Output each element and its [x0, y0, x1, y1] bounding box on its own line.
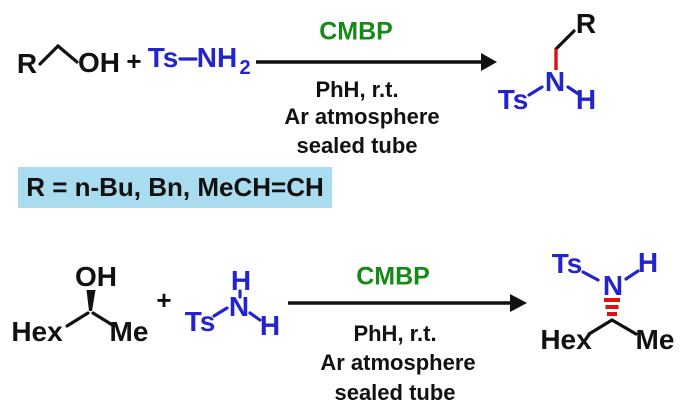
product2-nitrogen-label: N [602, 270, 624, 301]
conditions-solvent-top: PhH, r.t. [315, 77, 399, 102]
amine2-hydrogen-side-label: H [259, 310, 281, 341]
methyl-label: Me [109, 316, 149, 347]
amine-subscript-2: 2 [239, 57, 251, 79]
product-nitrogen-label: N [544, 66, 566, 97]
bond-product2-n-to-h [624, 269, 640, 281]
bond-amine-n-to-h-side [248, 311, 262, 322]
product2-hexyl-label: Hex [540, 324, 592, 355]
tosyl-label: Ts [147, 42, 179, 73]
reagent-cmbp-bottom: CMBP [356, 262, 430, 291]
r-group-definition-box: R = n-Bu, Bn, MeCH=CH [18, 167, 332, 208]
bond-product-n-to-h [566, 85, 582, 97]
amine-nh-label: NH [196, 42, 238, 73]
bond-amine-ts-to-n [212, 306, 229, 318]
conditions-atmosphere-top: Ar atmosphere [284, 104, 440, 129]
chiral-hydroxyl-label: OH [75, 261, 117, 292]
conditions-vessel-bottom: sealed tube [334, 380, 456, 405]
bond-product-r-to-ch2 [554, 29, 576, 51]
reaction-arrowhead-top [481, 53, 497, 71]
hexyl-label: Hex [11, 316, 63, 347]
bond-stereocenter-to-me [91, 311, 116, 328]
product-tosyl-label: Ts [497, 84, 529, 115]
r-group-definition-text: R = n-Bu, Bn, MeCH=CH [26, 172, 324, 202]
bond-ch2-to-oh [56, 44, 79, 64]
product-nh-hydrogen-label: H [575, 84, 597, 115]
bond-r-to-ch2 [38, 44, 60, 66]
product2-methyl-label: Me [635, 324, 675, 355]
product-r-group-label: R [575, 8, 597, 39]
product2-nh-hydrogen-label: H [637, 247, 659, 278]
product2-tosyl-label: Ts [551, 248, 583, 279]
bond-product2-ts-to-n [581, 270, 600, 282]
conditions-vessel-top: sealed tube [296, 133, 418, 158]
conditions-atmosphere-bottom: Ar atmosphere [320, 350, 476, 375]
reaction-arrowhead-bottom [510, 294, 527, 312]
bond-product-ts-to-n [527, 85, 544, 97]
bond-product2-stereocenter-to-me [610, 318, 638, 336]
amine2-nitrogen-label: N [228, 291, 250, 322]
r-group-label: R [16, 48, 38, 79]
hydroxyl-label: OH [78, 47, 120, 78]
amine2-tosyl-label: Ts [184, 306, 216, 337]
bond-product2-stereocenter-to-hex [587, 318, 614, 336]
reagent-cmbp-top: CMBP [319, 17, 393, 46]
conditions-solvent-bottom: PhH, r.t. [353, 321, 437, 346]
plus-sign-bottom: + [156, 285, 172, 315]
wedge-bond-oh [86, 290, 96, 311]
bond-stereocenter-to-hex [65, 311, 90, 328]
amine2-hydrogen-top-label: H [230, 265, 252, 296]
plus-sign-top: + [126, 46, 142, 76]
